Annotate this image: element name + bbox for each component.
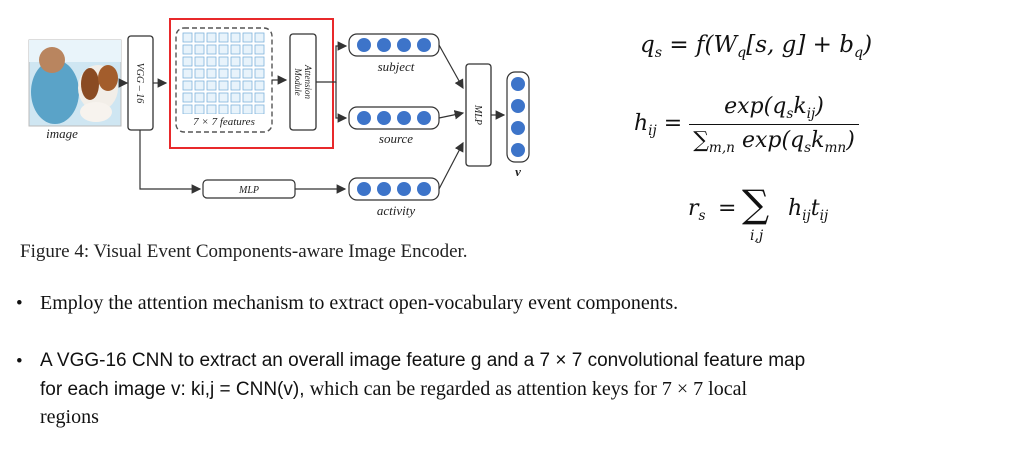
- bullet-marker-2: •: [16, 351, 23, 372]
- subject-label: subject: [378, 59, 415, 74]
- feature-cell: [206, 80, 217, 91]
- feature-cell: [206, 32, 217, 43]
- feature-cell: [182, 104, 193, 115]
- activity-label: activity: [377, 203, 415, 218]
- vgg16-label: VGG – 16: [134, 63, 145, 104]
- feature-cell: [254, 92, 265, 103]
- feature-cell: [242, 104, 253, 115]
- bullet-text-2-line-3: regions: [40, 406, 99, 428]
- source-nodes: [357, 111, 431, 125]
- feature-grid: [182, 32, 265, 115]
- encoder-diagram: image VGG – 16 7 × 7 features Attension …: [28, 18, 530, 218]
- feature-cell: [206, 68, 217, 79]
- feature-cell: [230, 80, 241, 91]
- feature-cell: [242, 68, 253, 79]
- feature-cell: [194, 104, 205, 115]
- output-v-label: v: [515, 164, 521, 179]
- feature-cell: [218, 44, 229, 55]
- activity-nodes: [357, 182, 431, 196]
- mlp-right-label: MLP: [472, 104, 483, 125]
- feature-cell: [254, 44, 265, 55]
- equation-query: qs = f(Wq[s, g] + bq): [640, 32, 873, 61]
- feature-cell: [254, 104, 265, 115]
- attention-highlight-box: [169, 18, 334, 149]
- feature-cell: [230, 104, 241, 115]
- attention-label-1: Attension: [303, 64, 313, 99]
- feature-cell: [242, 80, 253, 91]
- image-label: image: [46, 126, 78, 141]
- figure-caption: Figure 4: Visual Event Components-aware …: [20, 241, 468, 262]
- feature-cell: [182, 32, 193, 43]
- feature-cell: [218, 92, 229, 103]
- feature-cell: [182, 44, 193, 55]
- feature-cell: [206, 104, 217, 115]
- bullet-2-serif-text: which can be regarded as attention keys …: [309, 378, 748, 400]
- feature-cell: [206, 92, 217, 103]
- feature-cell: [230, 44, 241, 55]
- mlp-label: MLP: [238, 185, 259, 196]
- feature-cell: [242, 92, 253, 103]
- bullet-text-1: Employ the attention mechanism to extrac…: [40, 292, 679, 314]
- feature-cell: [218, 68, 229, 79]
- feature-cell: [206, 44, 217, 55]
- feature-cell: [194, 80, 205, 91]
- source-label: source: [379, 131, 413, 146]
- bullet-2-formula-text: for each image v: ki,j = CNN(v),: [40, 379, 310, 400]
- feature-cell: [242, 56, 253, 67]
- feature-cell: [182, 80, 193, 91]
- bullet-marker-1: •: [16, 293, 23, 314]
- feature-cell: [194, 56, 205, 67]
- subject-nodes: [357, 38, 431, 52]
- input-image: [28, 39, 122, 127]
- feature-cell: [242, 44, 253, 55]
- features-label: 7 × 7 features: [193, 116, 255, 128]
- feature-cell: [230, 92, 241, 103]
- bullet-text-2-line-1: A VGG-16 CNN to extract an overall image…: [40, 350, 806, 371]
- feature-cell: [194, 44, 205, 55]
- feature-cell: [254, 68, 265, 79]
- feature-cell: [206, 56, 217, 67]
- feature-cell: [194, 32, 205, 43]
- feature-cell: [242, 32, 253, 43]
- output-vector: [506, 71, 530, 163]
- feature-cell: [254, 56, 265, 67]
- feature-cell: [230, 32, 241, 43]
- feature-cell: [194, 68, 205, 79]
- feature-cell: [182, 56, 193, 67]
- output-nodes: [511, 77, 525, 157]
- feature-cell: [218, 80, 229, 91]
- feature-cell: [218, 32, 229, 43]
- feature-cell: [182, 92, 193, 103]
- feature-cell: [182, 68, 193, 79]
- feature-cell: [254, 32, 265, 43]
- feature-cell: [230, 68, 241, 79]
- equation-attention-weight: hij = exp(qskij) ∑m,n exp(qskmn): [634, 94, 859, 156]
- bullet-text-2-line-2: for each image v: ki,j = CNN(v), which c…: [40, 378, 747, 401]
- feature-cell: [218, 104, 229, 115]
- feature-cell: [230, 56, 241, 67]
- attention-label-2: Module: [293, 67, 303, 96]
- feature-cell: [218, 56, 229, 67]
- feature-cell: [254, 80, 265, 91]
- feature-cell: [194, 92, 205, 103]
